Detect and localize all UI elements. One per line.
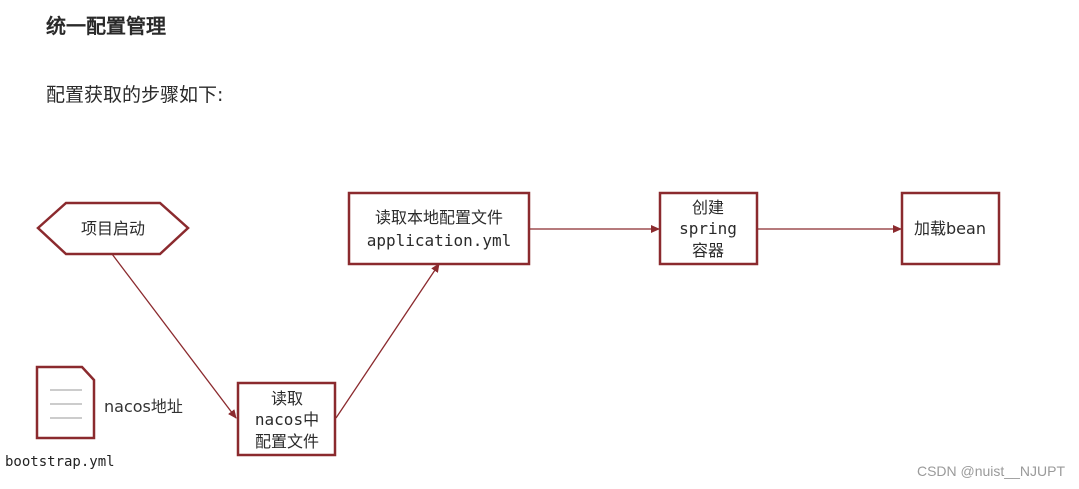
node-start-label: 项目启动 [81, 219, 145, 238]
file-name-label: bootstrap.yml [5, 454, 115, 470]
node-load-bean: 加载bean [900, 191, 1001, 266]
file-content-label: nacos地址 [104, 397, 183, 416]
page-title: 统一配置管理 [46, 14, 166, 38]
watermark: CSDN @nuist__NJUPT [916, 463, 1065, 479]
edge-start-to-read-nacos [111, 253, 237, 419]
node-read-nacos-line-1: 读取 [271, 389, 303, 408]
node-read-local: 读取本地配置文件 application.yml [347, 191, 531, 266]
node-create-spring-line-3: 容器 [692, 241, 724, 260]
node-read-nacos-line-3: 配置文件 [255, 432, 319, 451]
file-icon [35, 365, 96, 440]
node-create-spring-line-2: spring [679, 219, 737, 238]
edge-read-nacos-to-read-local [335, 263, 440, 419]
node-start: 项目启动 [36, 201, 190, 256]
node-read-nacos-line-2: nacos中 [255, 410, 319, 429]
node-create-spring: 创建 spring 容器 [658, 191, 759, 266]
node-read-local-line-2: application.yml [367, 231, 512, 250]
node-read-nacos: 读取 nacos中 配置文件 [236, 381, 337, 457]
node-load-bean-label: 加载bean [914, 219, 986, 238]
node-read-local-line-1: 读取本地配置文件 [375, 208, 503, 227]
intro-text: 配置获取的步骤如下: [46, 84, 224, 106]
node-create-spring-line-1: 创建 [692, 198, 724, 217]
